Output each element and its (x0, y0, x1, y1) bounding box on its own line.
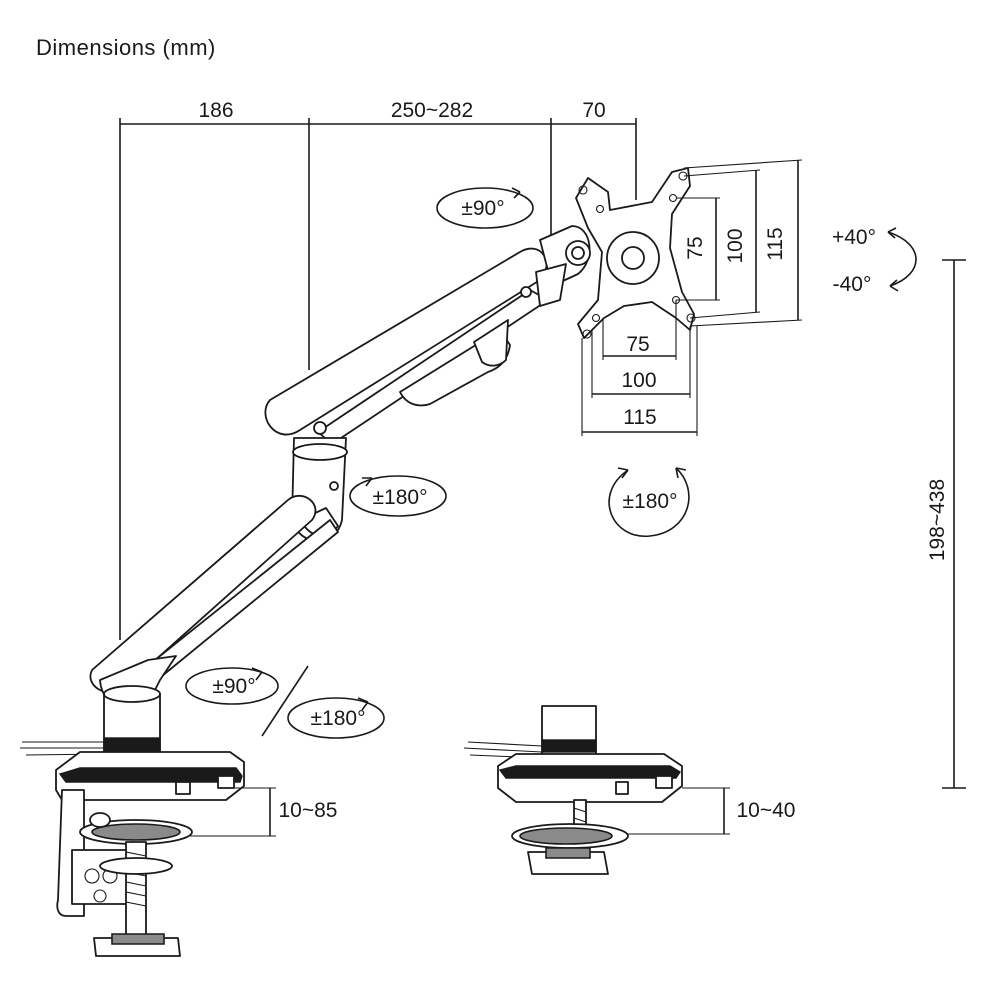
base-rotation-label: ±180° (311, 707, 366, 730)
upper-arm (264, 225, 591, 445)
elbow-rotation-icon (349, 475, 447, 517)
vesa-vertical-outer: 115 (764, 227, 787, 260)
vesa-horizontal-outer: 115 (623, 406, 656, 429)
vesa-vertical-inner: 75 (684, 236, 707, 259)
tilt-arrow (887, 227, 917, 292)
elbow-rotation-label: ±180° (373, 486, 428, 509)
height-range-label: 198~438 (926, 479, 949, 561)
post-column (103, 685, 161, 753)
dimension-head-offset: 70 (582, 99, 605, 122)
dimension-arm-reach: 250~282 (391, 99, 473, 122)
dimension-arm-base: 186 (198, 99, 233, 122)
clamp-range-label: 10~85 (279, 799, 338, 822)
screen-rotation-label: ±180° (623, 490, 678, 513)
lower-swivel-label: ±90° (212, 675, 255, 698)
horizontal-dimension-lines (119, 118, 637, 640)
grommet-base (463, 705, 683, 875)
separator-line (261, 665, 309, 737)
vesa-horizontal-inner: 75 (626, 333, 649, 356)
clamp-base (20, 741, 245, 957)
page-title: Dimensions (mm) (36, 35, 216, 60)
tilt-down-label: -40° (833, 273, 872, 296)
vesa-horizontal-dimensions (581, 300, 698, 436)
tilt-up-label: +40° (832, 226, 876, 249)
base-rotation-icon (287, 697, 385, 739)
head-swivel-icon (436, 187, 534, 229)
vesa-vertical-dimensions (676, 159, 803, 327)
head-swivel-label: ±90° (461, 197, 504, 220)
vesa-horizontal-middle: 100 (621, 369, 656, 392)
grommet-range-label: 10~40 (737, 799, 796, 822)
lower-swivel-icon (185, 667, 279, 705)
screen-rotation-icon (608, 467, 690, 537)
clamp-range-dimension (190, 787, 276, 837)
vesa-vertical-middle: 100 (724, 228, 747, 263)
height-dimension (942, 259, 966, 789)
grommet-range-dimension (628, 787, 730, 835)
